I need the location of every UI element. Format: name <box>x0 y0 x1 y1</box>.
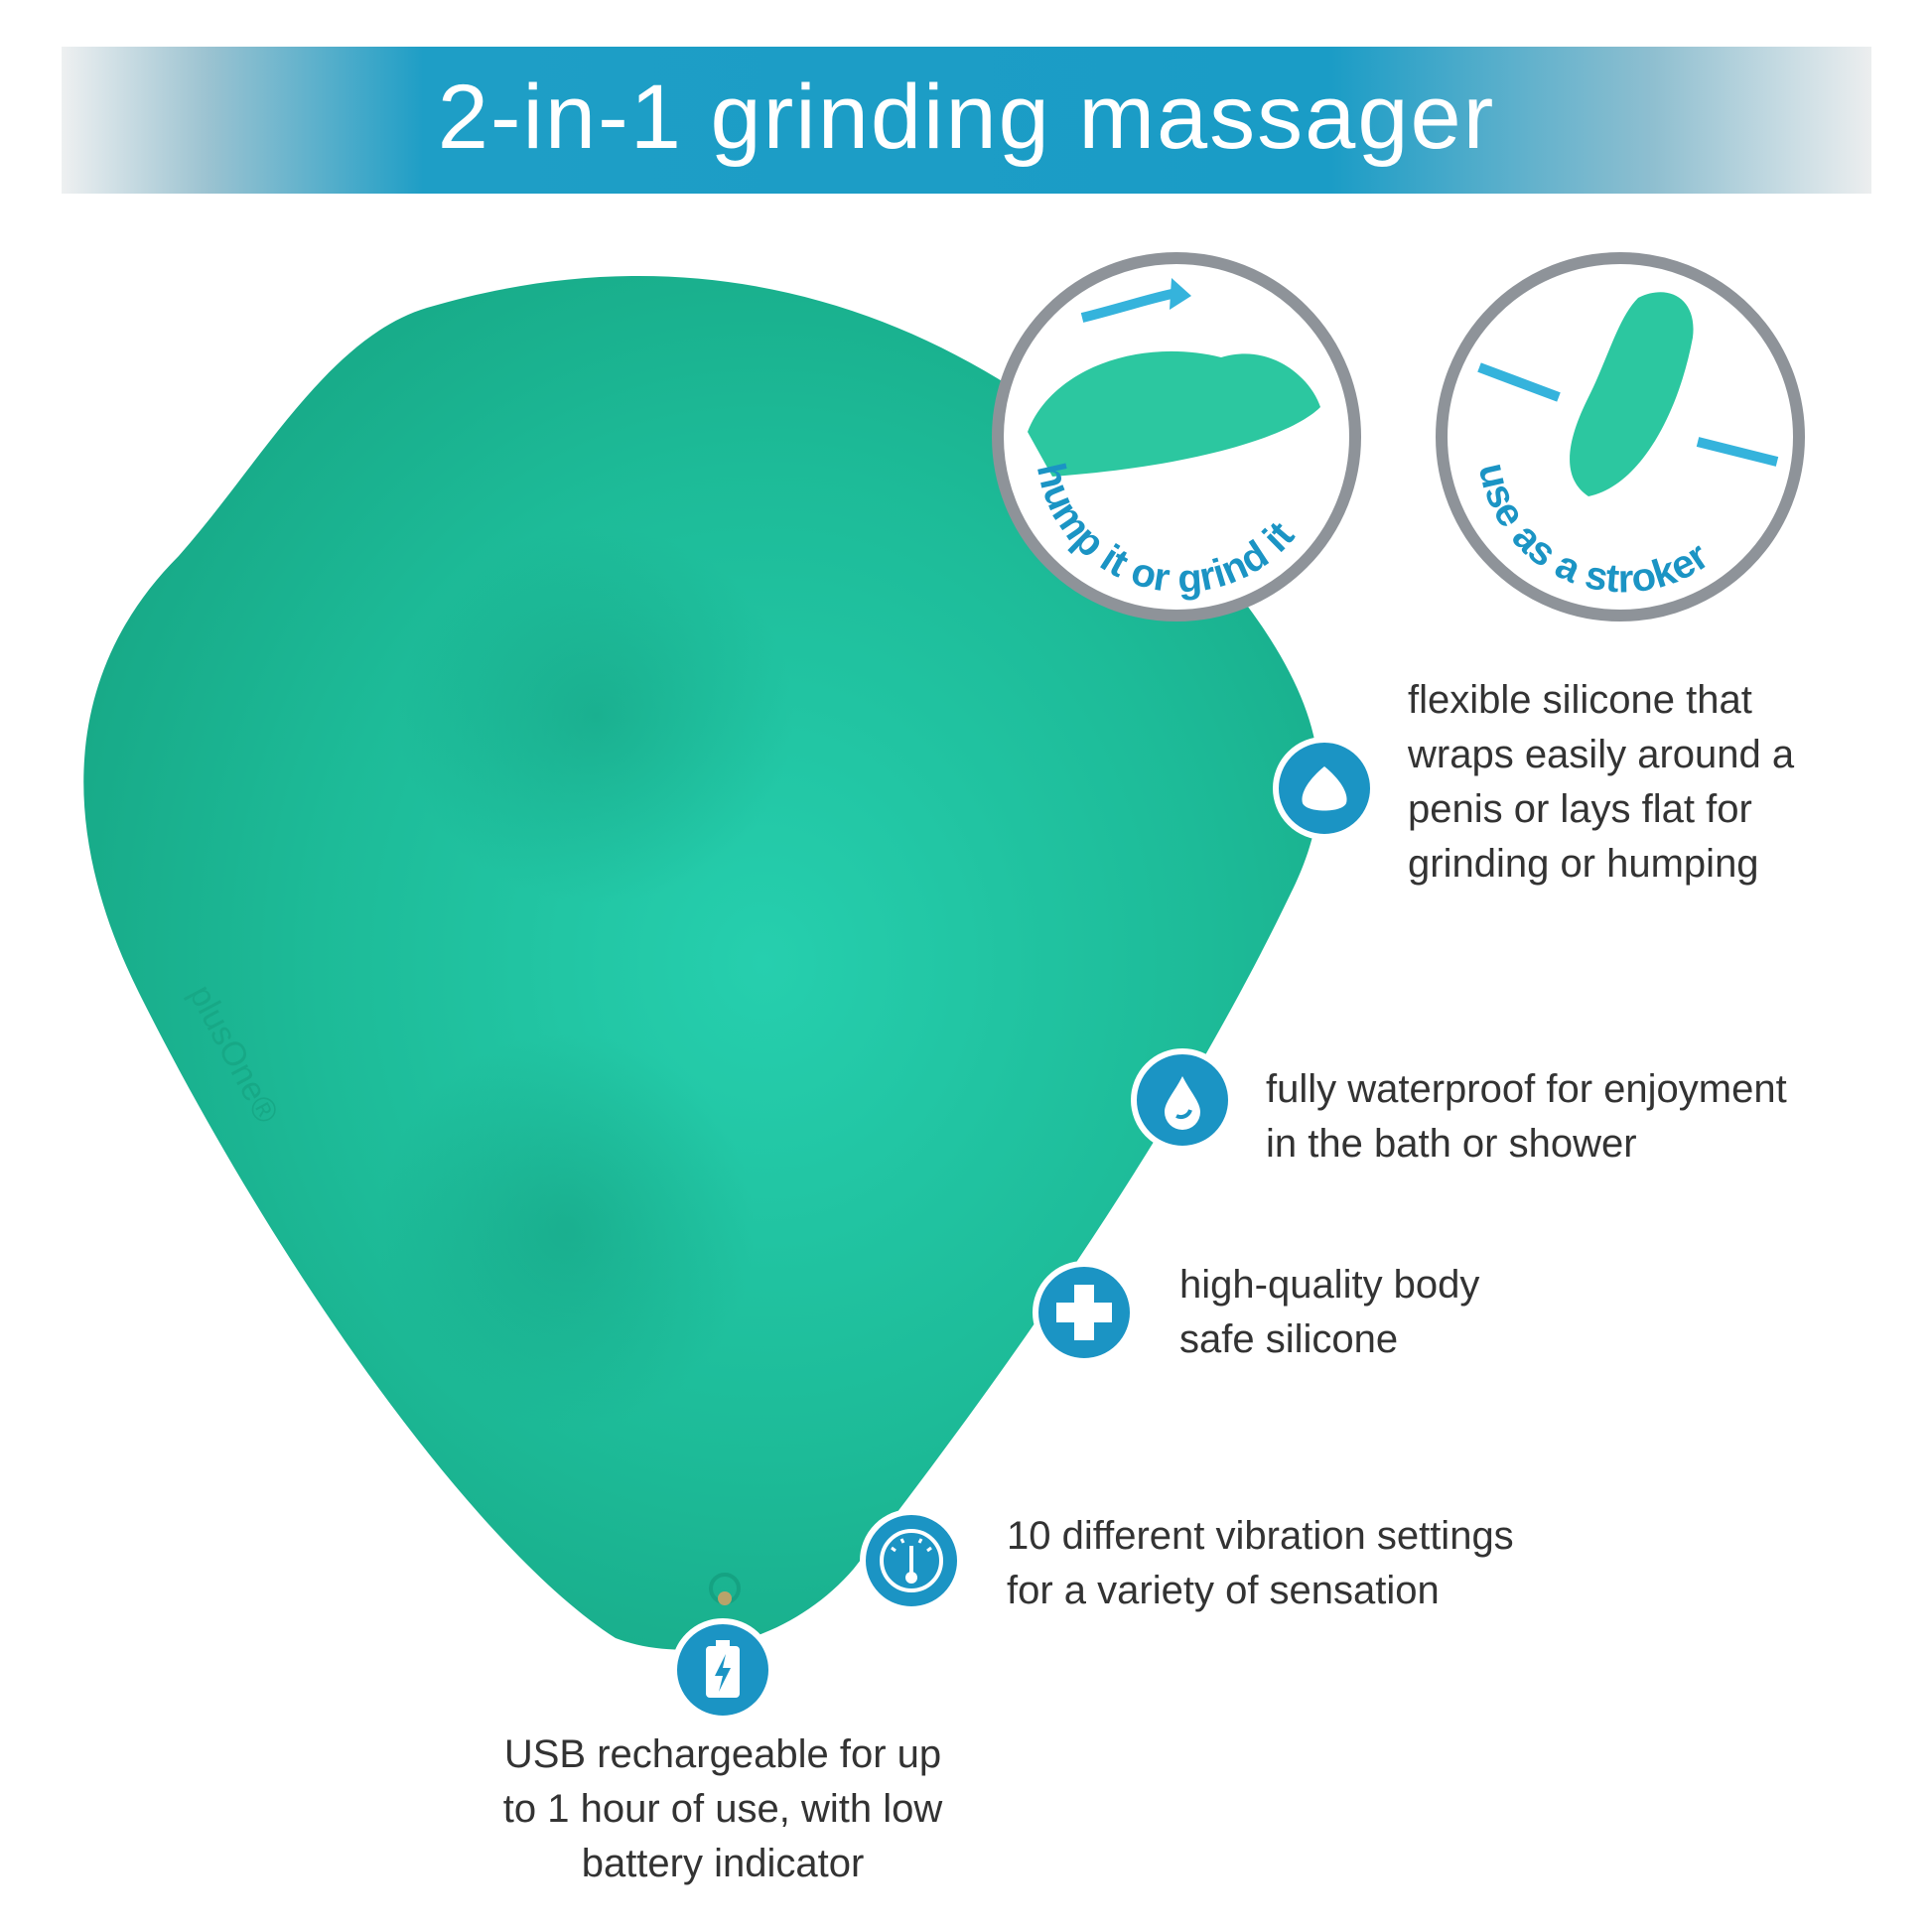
feature-line: 10 different vibration settings <box>1007 1514 1514 1558</box>
feature-line: to 1 hour of use, with low <box>502 1787 943 1831</box>
feature-line: battery indicator <box>581 1842 865 1885</box>
water-drop-icon <box>1131 1048 1234 1152</box>
feature-body-safe: high-quality body safe silicone <box>1179 1258 1479 1367</box>
mode-circle-grind: hump it or grind it <box>992 252 1361 621</box>
power-button-icon <box>709 1573 741 1605</box>
feature-line: fully waterproof for enjoyment <box>1266 1067 1787 1111</box>
feature-line: safe silicone <box>1179 1317 1399 1361</box>
feature-line: wraps easily around a <box>1408 733 1795 776</box>
feature-line: in the bath or shower <box>1266 1122 1637 1166</box>
feature-line: for a variety of sensation <box>1007 1569 1440 1612</box>
feature-line: grinding or humping <box>1408 842 1759 886</box>
mode-circle-stroker: use as a stroker <box>1436 252 1805 621</box>
feature-flexible: flexible silicone that wraps easily arou… <box>1408 673 1794 892</box>
feature-line: high-quality body <box>1179 1263 1480 1307</box>
title-banner: 2-in-1 grinding massager <box>62 47 1871 194</box>
silicone-drop-icon <box>1273 737 1376 840</box>
gauge-icon <box>860 1509 963 1612</box>
page-title: 2-in-1 grinding massager <box>437 66 1496 168</box>
battery-icon <box>671 1618 774 1722</box>
feature-usb-rechargeable: USB rechargeable for up to 1 hour of use… <box>425 1727 1021 1891</box>
feature-line: USB rechargeable for up <box>503 1732 942 1776</box>
feature-vibration: 10 different vibration settings for a va… <box>1007 1509 1514 1618</box>
feature-line: penis or lays flat for <box>1408 787 1752 831</box>
feature-waterproof: fully waterproof for enjoyment in the ba… <box>1266 1062 1787 1172</box>
feature-line: flexible silicone that <box>1408 678 1752 722</box>
plus-icon <box>1033 1261 1136 1364</box>
